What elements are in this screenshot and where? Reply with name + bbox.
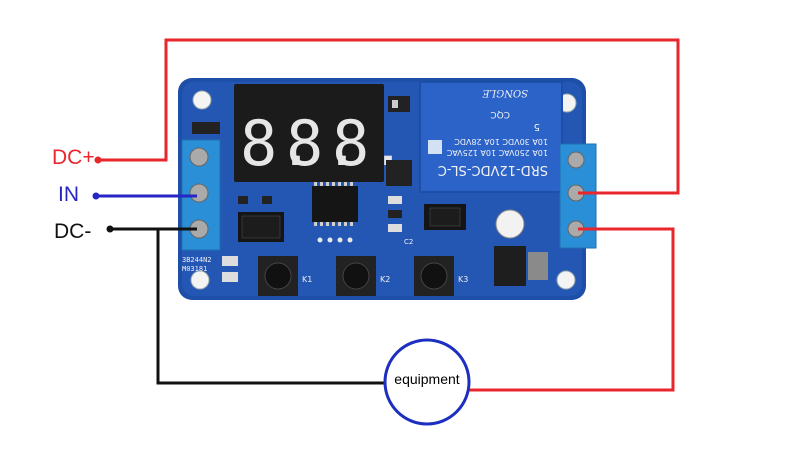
button-k1-label: K1	[302, 275, 312, 284]
mounting-hole	[556, 270, 576, 290]
in-label: IN	[58, 183, 79, 206]
terminal-screw-dcplus	[189, 147, 209, 167]
button-k3-label: K3	[458, 275, 468, 284]
dc-plus-label: DC+	[52, 146, 95, 169]
relay-brand: SONGLE	[482, 87, 528, 98]
mounting-hole	[192, 90, 212, 110]
mounting-hole	[190, 270, 210, 290]
board-marking-2: M03181	[182, 265, 207, 273]
display-digit-2: 8.	[286, 107, 361, 180]
relay-mark: CQC	[490, 109, 510, 119]
wire-dcminus-to-equipment	[156, 227, 386, 385]
relay-module-board: 8. 8. 8. SRD-12VDC-SL-C 10A 250VAC 10A 1…	[178, 78, 586, 300]
wire-dcplus-to-relay-com	[98, 38, 680, 195]
button-k2: K2	[336, 256, 390, 296]
board-marking-1: 3B244N2	[182, 256, 212, 264]
equipment-label: equipment	[394, 371, 460, 387]
terminal-screw-in	[189, 183, 209, 203]
wire-dot-dcminus	[106, 225, 114, 233]
button-k3: K3	[414, 256, 468, 296]
cap-label: C2	[404, 238, 413, 246]
dc-minus-label: DC-	[54, 220, 92, 243]
relay-terminal-block	[559, 143, 597, 249]
equipment-node	[383, 338, 471, 426]
seven-segment-display: 8. 8. 8.	[234, 84, 407, 182]
relay-rating-2: 10A 30VDC 10A 28VDC	[454, 137, 548, 146]
relay: SRD-12VDC-SL-C 10A 250VAC 10A 125VAC 10A…	[419, 81, 563, 193]
button-k2-label: K2	[380, 275, 390, 284]
terminal-screw-nc	[567, 151, 585, 169]
relay-code: 5	[534, 121, 540, 132]
wire-dot-in	[92, 192, 100, 200]
ic-chip	[312, 182, 358, 226]
wire-dot-dcplus	[94, 156, 102, 164]
display-digit-1: 8.	[240, 107, 315, 180]
relay-rating-1: 10A 250VAC 10A 125VAC	[446, 148, 548, 157]
relay-model: SRD-12VDC-SL-C	[438, 162, 548, 177]
wire-relay-no-to-equipment	[469, 227, 675, 392]
led	[495, 209, 525, 239]
button-k1: K1	[258, 256, 312, 296]
